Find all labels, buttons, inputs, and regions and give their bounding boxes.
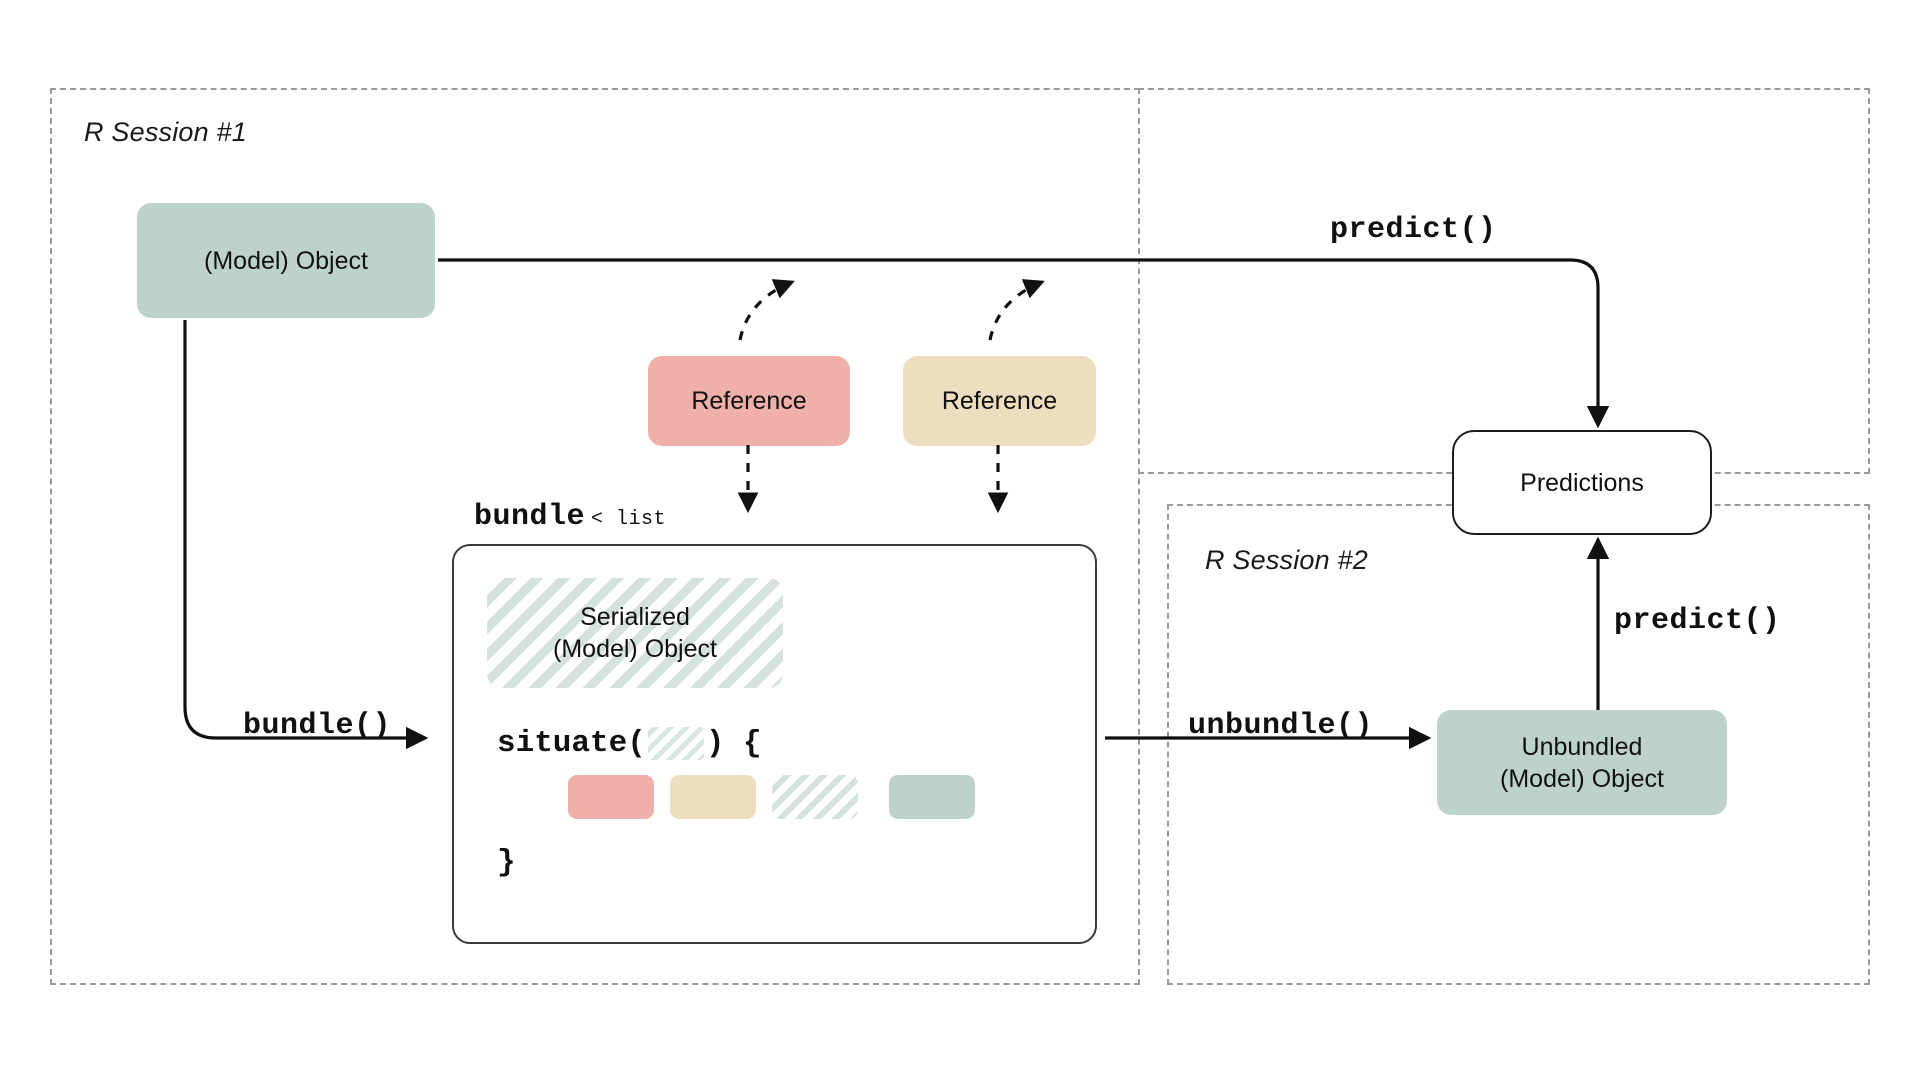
chip-model-green — [889, 775, 975, 819]
edge-label-bundle: bundle() — [243, 709, 392, 743]
edge-label-predict-top: predict() — [1330, 213, 1497, 247]
bundle-type-main: bundle — [474, 500, 586, 534]
edge-label-unbundle: unbundle() — [1188, 709, 1374, 743]
node-serialized-object[interactable]: Serialized (Model) Object — [487, 578, 783, 688]
bundle-type-label: bundle < list — [474, 500, 666, 534]
node-unbundled-object[interactable]: Unbundled (Model) Object — [1437, 710, 1727, 815]
session-frame-1-wing — [1138, 88, 1870, 474]
situate-open-line: situate( ) { — [497, 726, 762, 761]
chip-serialized-hatch — [772, 775, 858, 819]
node-reference-tan[interactable]: Reference — [903, 356, 1096, 446]
node-predictions[interactable]: Predictions — [1452, 430, 1712, 535]
session-label-1: R Session #1 — [84, 117, 247, 147]
situate-close-line: } — [497, 845, 516, 880]
edge-label-predict-session2: predict() — [1614, 604, 1781, 638]
chip-reference-tan — [670, 775, 756, 819]
node-reference-red[interactable]: Reference — [648, 356, 850, 446]
session-frame-1 — [50, 88, 1140, 985]
bundle-type-sub: < list — [591, 508, 667, 531]
session-label-2: R Session #2 — [1205, 545, 1368, 575]
situate-arg-hatch-icon — [647, 727, 704, 760]
chip-reference-red — [568, 775, 654, 819]
situate-open-prefix: situate( — [497, 726, 646, 761]
situate-open-suffix: ) { — [705, 726, 762, 761]
node-model-object[interactable]: (Model) Object — [137, 203, 435, 318]
